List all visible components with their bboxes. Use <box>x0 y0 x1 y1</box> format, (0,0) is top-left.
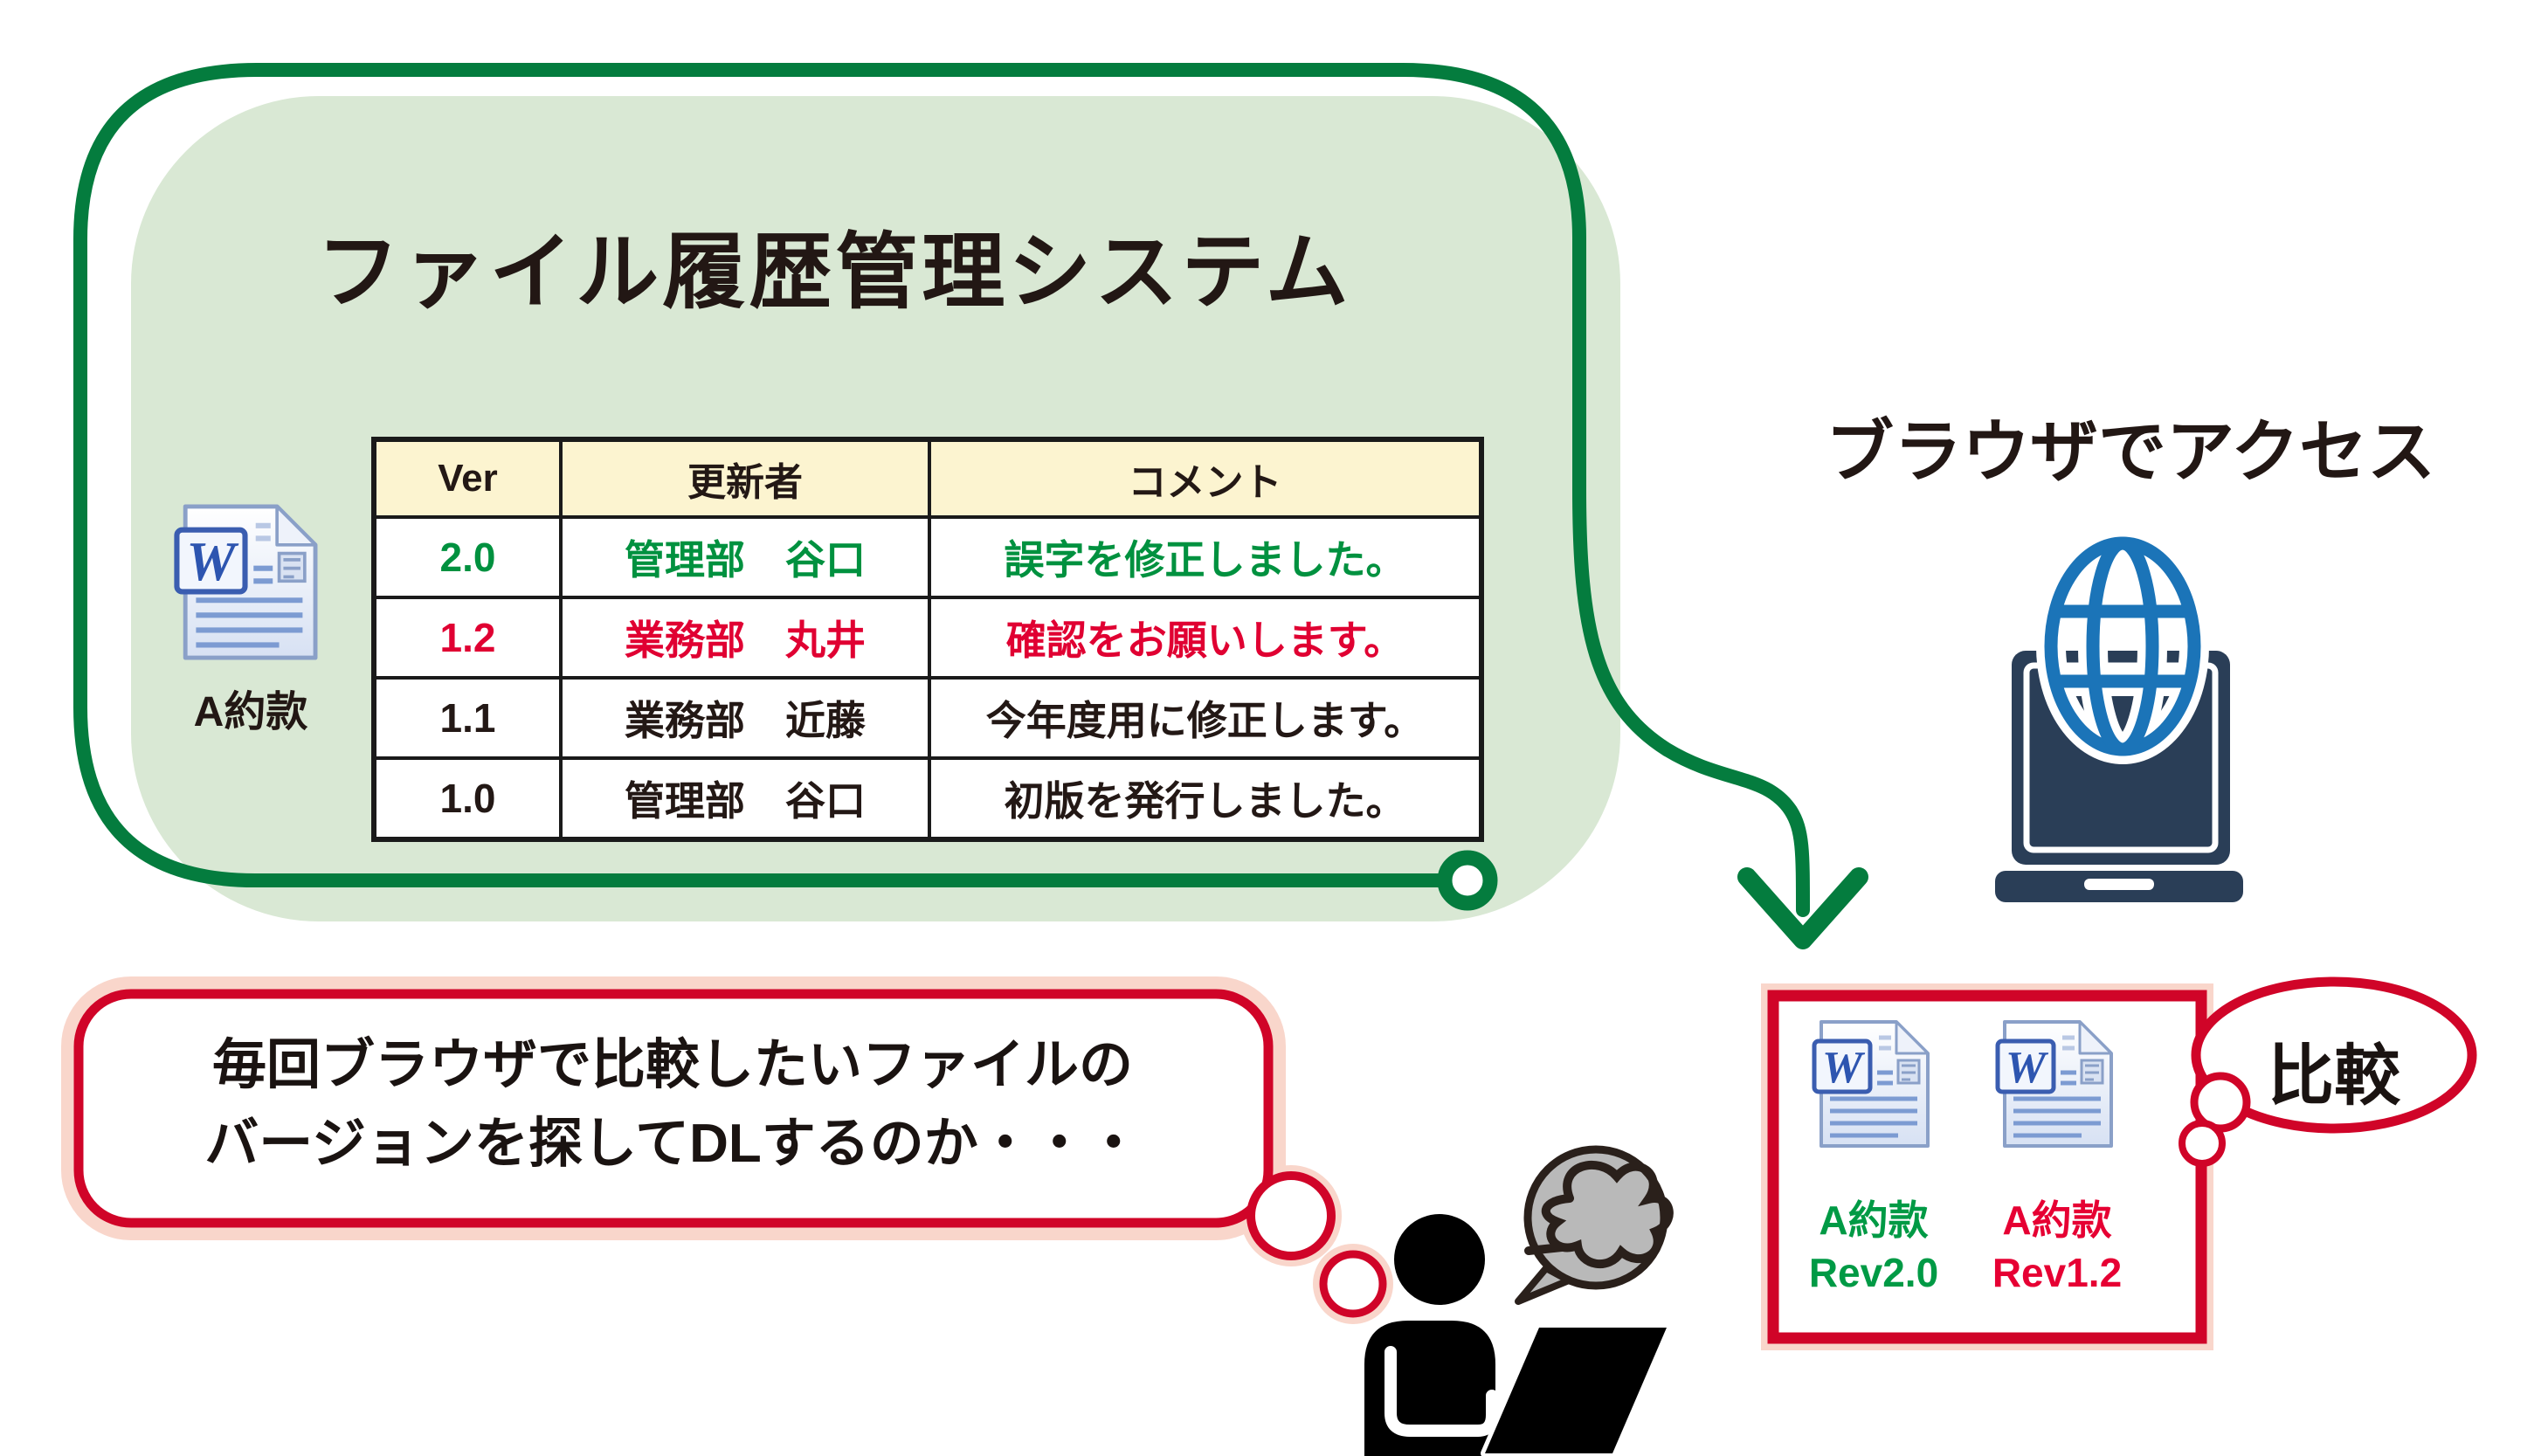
globe-icon <box>2044 536 2201 756</box>
person-arm <box>1384 1346 1498 1437</box>
table-row: 1.2 業務部 丸井 確認をお願いします。 <box>372 596 1483 680</box>
cell-ver: 1.0 <box>372 756 563 841</box>
person-head <box>1394 1214 1485 1305</box>
cell-updater: 管理部 谷口 <box>559 756 931 841</box>
cell-updater: 管理部 谷口 <box>559 515 931 599</box>
version-history-table: Ver 更新者 コメント 2.0 管理部 谷口 誤字を修正しました。 1.2 業… <box>371 437 1484 842</box>
word-file-icon-main <box>176 507 315 658</box>
file-label-rev12: A約款 Rev1.2 <box>1970 1195 2144 1300</box>
browser-access-label: ブラウザでアクセス <box>1826 413 2436 490</box>
person-at-laptop-icon <box>1364 1145 1674 1456</box>
table-row: 1.1 業務部 近藤 今年度用に修正します。 <box>372 676 1483 760</box>
laptop-screen-inset <box>2023 662 2219 853</box>
file-label: A約款 <box>193 689 308 735</box>
laptop-notch <box>2084 879 2154 890</box>
col-header-ver: Ver <box>372 438 563 519</box>
system-title: ファイル履歴管理システム <box>316 226 1352 319</box>
col-header-comment: コメント <box>928 438 1483 519</box>
cell-comment: 初版を発行しました。 <box>928 756 1483 841</box>
file-name: A約款 <box>2002 1197 2112 1243</box>
browser-laptop-icon <box>1995 528 2243 902</box>
scribble-icon <box>1524 1160 1674 1269</box>
file-label-rev20: A約款 Rev2.0 <box>1786 1195 1961 1300</box>
person-laptop <box>1481 1323 1671 1456</box>
thought-bubble-text: 毎回ブラウザで比較したいファイルの バージョンを探してDLするのか・・・ <box>131 1026 1214 1183</box>
table-row: 1.0 管理部 谷口 初版を発行しました。 <box>372 756 1483 841</box>
cell-ver: 1.1 <box>372 676 563 760</box>
cell-comment: 今年度用に修正します。 <box>928 676 1483 760</box>
arrow-head-icon <box>1737 867 1868 949</box>
thought-line-2: バージョンを探してDLするのか・・・ <box>204 1113 1141 1174</box>
table-header-row: Ver 更新者 コメント <box>372 438 1483 519</box>
compare-bubble-shape <box>2179 976 2477 1167</box>
cell-ver: 2.0 <box>372 515 563 599</box>
bubble-tail-circle <box>2190 1072 2251 1133</box>
system-box-border-and-arrow <box>73 63 1810 917</box>
file-rev: Rev1.2 <box>1992 1249 2123 1295</box>
cell-updater: 業務部 近藤 <box>559 676 931 760</box>
compare-bubble-label: 比較 <box>2268 1039 2400 1114</box>
cell-comment: 誤字を修正しました。 <box>928 515 1483 599</box>
word-file-icon-rev20 <box>1814 1022 1928 1146</box>
file-rev: Rev2.0 <box>1808 1249 1939 1295</box>
thought-bubble-shape <box>61 976 1387 1318</box>
col-header-updater: 更新者 <box>559 438 931 519</box>
thought-line-1: 毎回ブラウザで比較したいファイルの <box>211 1035 1133 1095</box>
table-row: 2.0 管理部 谷口 誤字を修正しました。 <box>372 515 1483 599</box>
file-name: A約款 <box>1819 1197 1929 1243</box>
confusion-scribble-bubble <box>1515 1145 1674 1305</box>
bubble-tail-circle <box>1246 1171 1336 1260</box>
callout-anchor-ring <box>1437 850 1498 911</box>
bubble-tail-circle <box>1319 1250 1387 1318</box>
cell-ver: 1.2 <box>372 596 563 680</box>
bubble-tail-circle <box>2179 1120 2226 1167</box>
cell-comment: 確認をお願いします。 <box>928 596 1483 680</box>
word-file-icon-rev12 <box>1998 1022 2111 1146</box>
cell-updater: 業務部 丸井 <box>559 596 931 680</box>
